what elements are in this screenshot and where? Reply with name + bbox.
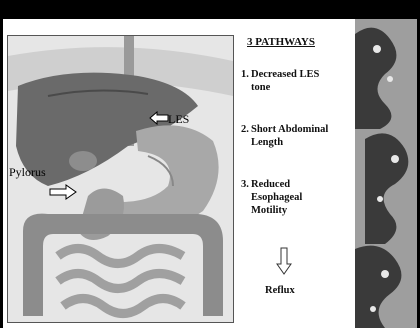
pathway-text-line2: Length [241,136,328,149]
decorative-wave-border [355,19,417,328]
pathway-text-line2: Esophageal [241,191,302,204]
pathway-text-line2: tone [241,81,319,94]
pathway-item-3: 3.Reduced Esophageal Motility [241,178,302,217]
pylorus-label: Pylorus [9,165,46,180]
pathway-text-line3: Motility [241,204,302,217]
down-arrow-icon [276,247,292,275]
slide-heading: 3 PATHWAYS [247,36,347,48]
left-arrow-icon [149,111,169,125]
pathway-text-line1: Reduced [251,179,290,190]
pathway-text-line1: Short Abdominal [251,124,328,135]
pathway-item-2: 2.Short Abdominal Length [241,123,328,149]
right-arrow-icon [49,184,77,200]
pathway-number: 3. [241,178,251,191]
pathway-number: 2. [241,123,251,136]
les-label: LES [168,112,189,127]
pathway-text-line1: Decreased LES [251,69,319,80]
wave-pattern [355,19,417,328]
slide-panel: LES Pylorus 3 PATHWAYS 1.Decreased LES t… [3,19,417,328]
pathway-number: 1. [241,68,251,81]
pathway-item-1: 1.Decreased LES tone [241,68,319,94]
result-label: Reflux [265,285,295,296]
